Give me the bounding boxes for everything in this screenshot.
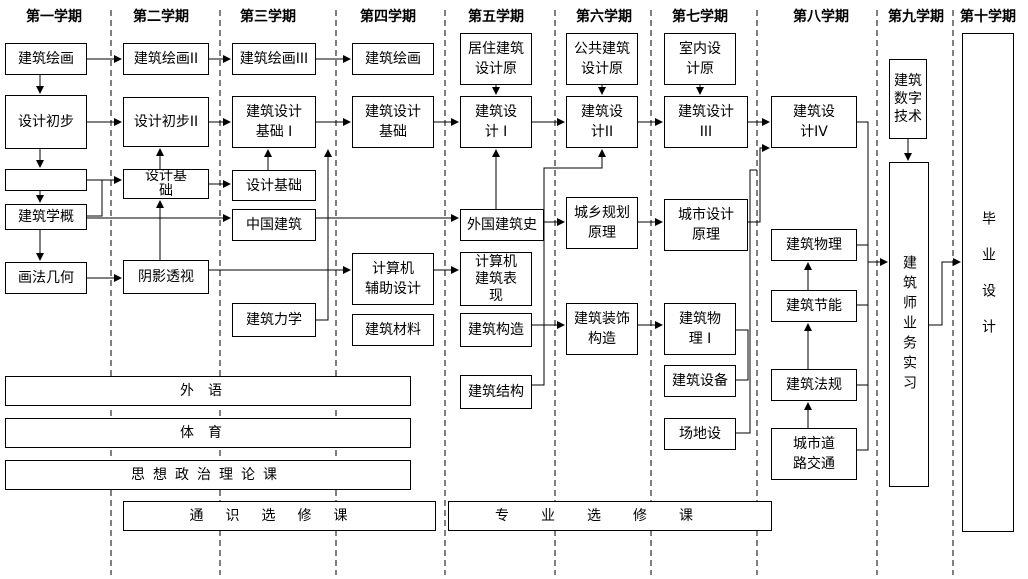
course-box: 建筑绘画 <box>352 43 434 75</box>
header-semester-7: 第七学期 <box>672 9 728 25</box>
course-box: 建筑设计 基础 <box>352 96 434 148</box>
header-semester-2: 第二学期 <box>133 9 189 25</box>
course-box: 建筑结构 <box>460 375 532 409</box>
course-box: 设计初步 <box>5 95 87 149</box>
connector-line <box>857 121 888 266</box>
course-box <box>5 169 87 191</box>
header-semester-8: 第八学期 <box>793 9 849 25</box>
course-box: 计算机 辅助设计 <box>352 253 434 305</box>
course-box: 建筑学概 <box>5 204 87 230</box>
course-box: 设计初步II <box>123 97 209 147</box>
course-box: 居住建筑 设计原 <box>460 33 532 85</box>
course-box: 建筑设计 III <box>664 96 748 148</box>
course-box: 建筑设 计 I <box>460 96 532 148</box>
course-box: 建筑绘画 <box>5 43 87 75</box>
connector-line <box>929 258 961 326</box>
course-box: 城市设计 原理 <box>664 199 748 251</box>
elective-bar-general: 通识选修课 <box>123 501 436 531</box>
connector-line <box>87 180 103 217</box>
connector-line <box>736 169 757 434</box>
course-label: 毕业设计 <box>980 210 996 355</box>
course-box: 建筑材料 <box>352 314 434 346</box>
course-box: 建筑物 理 I <box>664 303 736 355</box>
header-semester-5: 第五学期 <box>468 9 524 25</box>
course-box: 建筑设备 <box>664 365 736 397</box>
course-box: 外国建筑史 <box>460 209 544 241</box>
elective-bar-major: 专业选修课 <box>448 501 772 531</box>
course-box: 建筑设 计IV <box>771 96 857 148</box>
course-box: 场地设 <box>664 418 736 450</box>
course-box: 阴影透视 <box>123 260 209 294</box>
course-box: 建筑法规 <box>771 369 857 401</box>
course-box: 画法几何 <box>5 262 87 294</box>
course-box: 计算机 建筑表 现 <box>460 252 532 306</box>
course-label: 建筑师业务实习 <box>901 254 917 395</box>
general-course-bar: 体育 <box>5 418 411 448</box>
course-box: 建筑师业务实习 <box>889 162 929 487</box>
course-box: 城乡规划 原理 <box>566 197 638 249</box>
header-semester-10: 第十学期 <box>960 9 1016 25</box>
connector-line <box>857 262 869 386</box>
connector-line <box>736 329 749 381</box>
connector-line <box>748 144 770 223</box>
header-semester-6: 第六学期 <box>576 9 632 25</box>
course-box: 建筑节能 <box>771 290 857 322</box>
course-box: 毕业设计 <box>962 33 1014 532</box>
connector-line <box>316 149 332 321</box>
course-box: 建筑装饰 构造 <box>566 303 638 355</box>
course-box: 建筑绘画II <box>123 43 209 75</box>
course-box: 公共建筑 设计原 <box>566 33 638 85</box>
course-box: 建筑力学 <box>232 303 316 337</box>
course-box: 建筑设 计II <box>566 96 638 148</box>
course-box: 设计基础 <box>232 170 316 201</box>
header-semester-4: 第四学期 <box>360 9 416 25</box>
course-box: 中国建筑 <box>232 209 316 241</box>
course-box: 城市道 路交通 <box>771 428 857 480</box>
course-box: 建筑绘画III <box>232 43 316 75</box>
connector-line <box>532 149 606 386</box>
connector-line <box>857 385 869 451</box>
course-box: 建筑数字 技术 <box>889 59 927 139</box>
header-semester-1: 第一学期 <box>26 9 82 25</box>
course-box: 室内设 计原 <box>664 33 736 85</box>
header-semester-3: 第三学期 <box>240 9 296 25</box>
course-box: 建筑物理 <box>771 229 857 261</box>
header-semester-9: 第九学期 <box>888 9 944 25</box>
course-box: 设计基 础 <box>123 169 209 199</box>
general-course-bar: 思想政治理论课 <box>5 460 411 490</box>
course-box: 建筑设计 基础 I <box>232 96 316 148</box>
course-box: 建筑构造 <box>460 313 532 347</box>
general-course-bar: 外语 <box>5 376 411 406</box>
